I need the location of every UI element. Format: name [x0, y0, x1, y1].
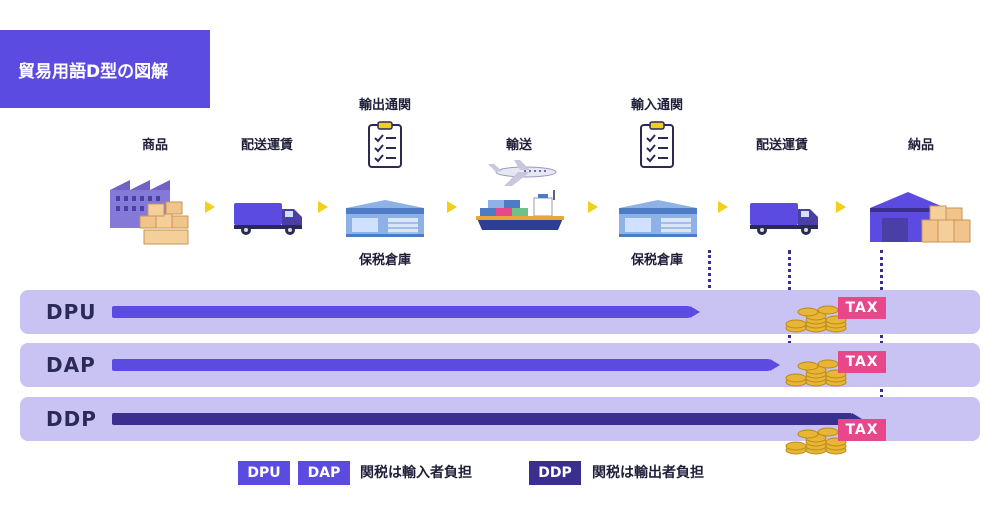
flow-arrow-4 [588, 201, 598, 213]
legend-exporter-pays-text: 関税は輸出者負担 [592, 465, 704, 481]
flow-arrow-3 [447, 201, 457, 213]
dap-bar-arrowhead [770, 359, 780, 371]
flow-arrow-5 [718, 201, 728, 213]
step-delivery-fee-2-label: 配送運賃 [755, 138, 809, 153]
coin-stack-icon-2 [785, 359, 847, 387]
legend-importer-pays-text: 関税は輸入者負担 [360, 465, 472, 481]
step-goods-label: 商品 [141, 138, 169, 153]
flow-arrow-2 [318, 201, 328, 213]
diagram-title: 貿易用語D型の図解 [0, 30, 210, 108]
legend-chip-dpu: DPU [238, 461, 290, 485]
bonded-warehouse-1-icon [346, 200, 424, 237]
coin-stack-icon-3 [785, 427, 847, 455]
step-export-clearance-label: 輸出通関 [358, 98, 412, 113]
flow-arrow-6 [836, 201, 846, 213]
truck-icon-2 [750, 203, 818, 235]
legend-chip-ddp: DDP [529, 461, 581, 485]
dap-tax-tag: TAX [838, 351, 886, 373]
bonded-warehouse-2-icon [619, 200, 697, 237]
step-delivery-label: 納品 [907, 138, 935, 153]
import-checklist-icon [640, 121, 674, 168]
dpu-tax-tag: TAX [838, 297, 886, 319]
dpu-label: DPU [46, 300, 97, 324]
ddp-tax-tag: TAX [838, 419, 886, 441]
dpu-bar [112, 306, 690, 318]
step-transport-label: 輸送 [505, 138, 533, 153]
legend-chip-dap: DAP [298, 461, 350, 485]
ddp-bar [112, 413, 852, 425]
plane-and-ship-icon [476, 160, 564, 230]
dap-bar [112, 359, 770, 371]
step-bonded-warehouse-1-label: 保税倉庫 [358, 253, 412, 268]
step-bonded-warehouse-2-label: 保税倉庫 [630, 253, 684, 268]
step-import-clearance-label: 輸入通関 [630, 98, 684, 113]
dpu-bar-arrowhead [690, 306, 700, 318]
step-delivery-fee-1-label: 配送運賃 [240, 138, 294, 153]
factory-icon [110, 180, 189, 245]
export-checklist-icon [368, 121, 402, 168]
ddp-label: DDP [46, 407, 97, 431]
dap-label: DAP [46, 353, 96, 377]
truck-icon-1 [234, 203, 302, 235]
flow-arrow-1 [205, 201, 215, 213]
destination-warehouse-icon [870, 192, 971, 243]
